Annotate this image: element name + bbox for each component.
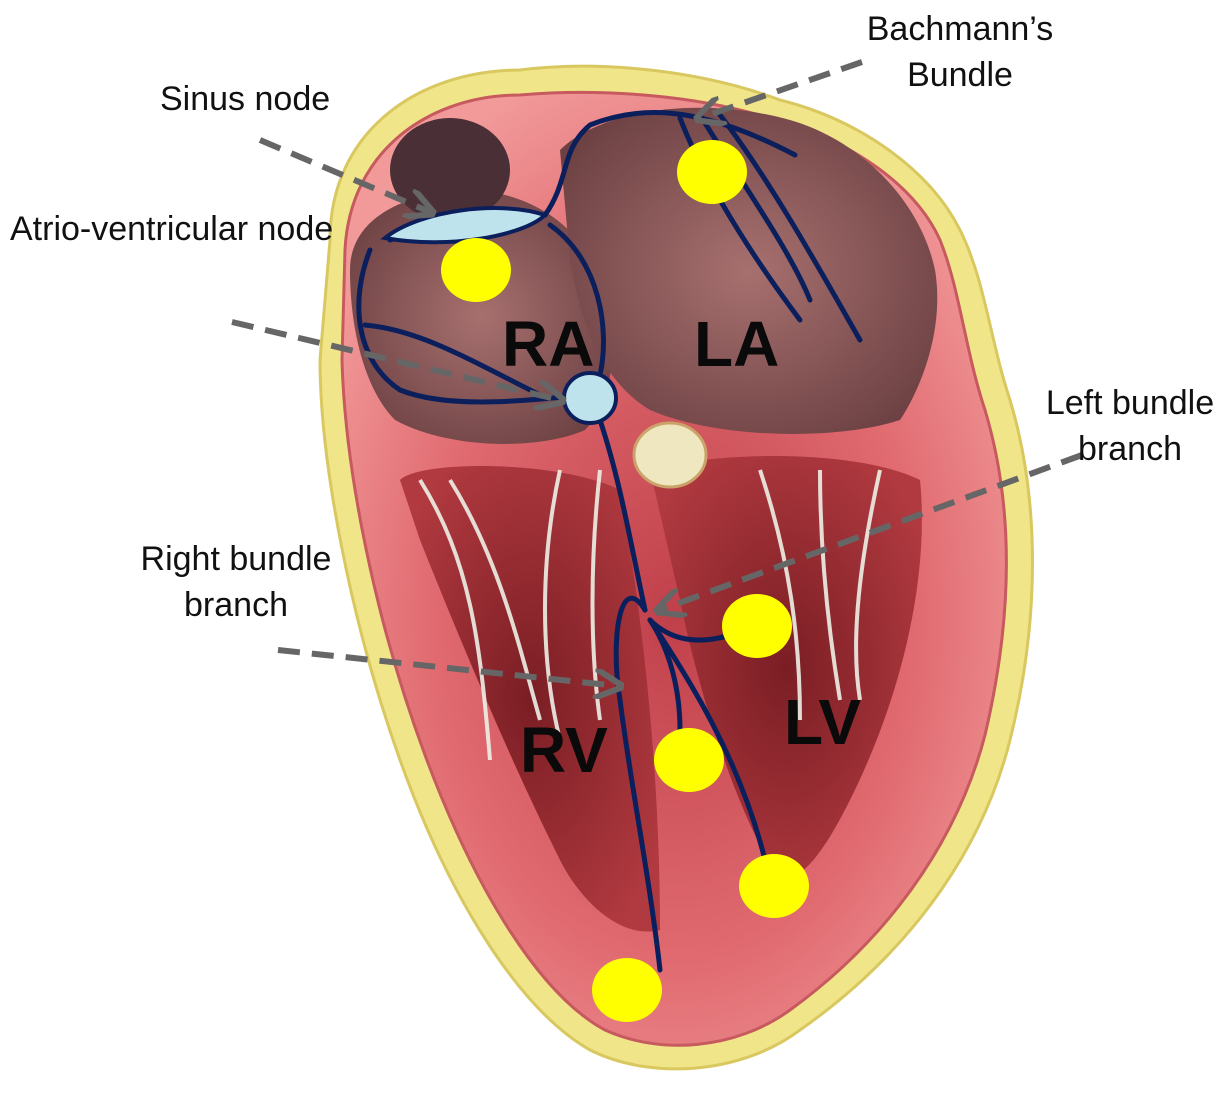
lv-label: LV xyxy=(784,690,861,754)
electrode-lv-apex xyxy=(739,854,809,918)
electrode-ra xyxy=(441,238,511,302)
la-label: LA xyxy=(694,312,779,376)
electrode-rv-apex xyxy=(592,958,662,1022)
electrode-la xyxy=(677,140,747,204)
right-bundle-label: Right bundle branch xyxy=(118,536,354,628)
bachmann-label: Bachmann’s Bundle xyxy=(840,6,1080,98)
av-node-shape xyxy=(564,373,616,423)
aortic-valve xyxy=(634,423,706,487)
av-node-label: Atrio-ventricular node xyxy=(10,206,333,252)
electrode-lv-upper xyxy=(722,594,792,658)
sinus-node-label: Sinus node xyxy=(160,76,330,122)
electrode-septum xyxy=(654,728,724,792)
left-bundle-label: Left bundle branch xyxy=(1020,380,1230,472)
rv-label: RV xyxy=(520,718,608,782)
ra-label: RA xyxy=(502,312,594,376)
